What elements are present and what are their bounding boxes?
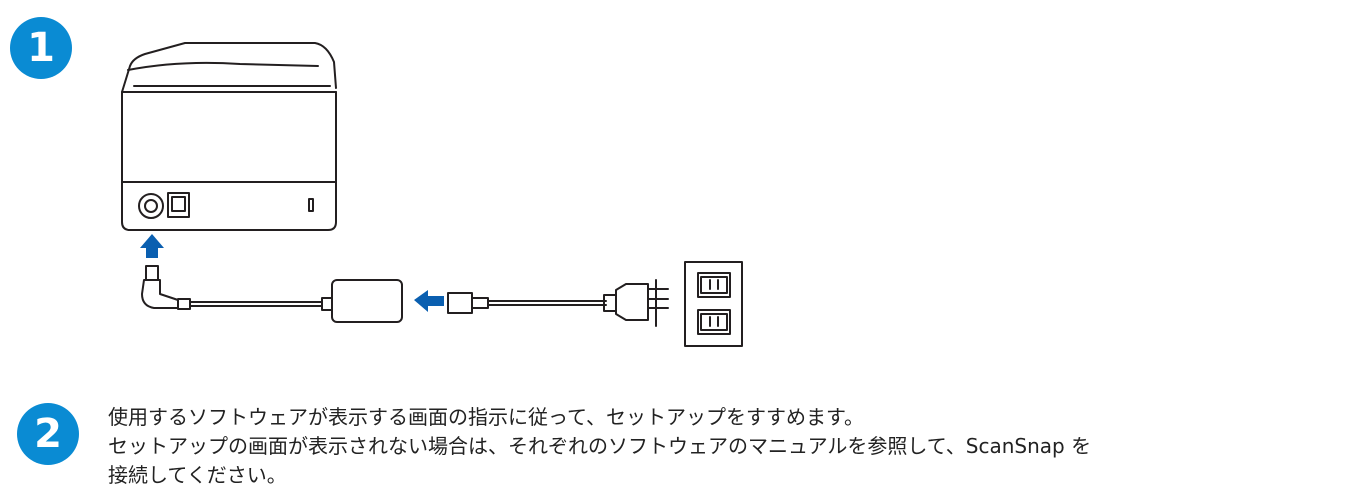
wall-outlet-illustration bbox=[684, 261, 743, 347]
instruction-line-2: セットアップの画面が表示されない場合は、それぞれのソフトウェアのマニュアルを参照… bbox=[108, 434, 1092, 458]
step-1-badge: 1 bbox=[10, 17, 72, 79]
ac-adapter bbox=[331, 279, 403, 323]
step-2-badge: 2 bbox=[17, 403, 79, 465]
ac-adapter-illustration bbox=[141, 265, 403, 323]
connection-diagram bbox=[121, 42, 743, 347]
power-port bbox=[138, 193, 164, 219]
instruction-line-1: 使用するソフトウェアが表示する画面の指示に従って、セットアップをすすめます。 bbox=[108, 405, 864, 429]
power-cord-illustration bbox=[447, 279, 669, 327]
step-2-instructions: 使用するソフトウェアが表示する画面の指示に従って、セットアップをすすめます。 セ… bbox=[108, 403, 1348, 490]
up-arrow-icon bbox=[140, 234, 164, 258]
instruction-line-3: 接続してください。 bbox=[108, 463, 287, 487]
usb-port bbox=[167, 192, 190, 218]
scanner-illustration bbox=[121, 42, 337, 231]
left-arrow-icon bbox=[414, 290, 444, 312]
